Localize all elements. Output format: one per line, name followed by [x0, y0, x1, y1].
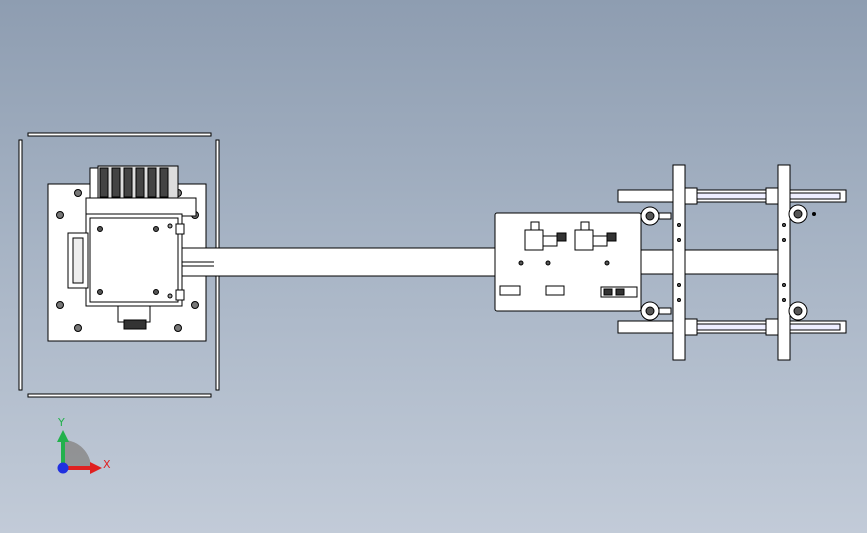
triad-xy-plane	[63, 440, 91, 468]
connecting-beam	[181, 247, 791, 277]
roller-bottom-right	[788, 301, 808, 321]
roller-bottom-left	[640, 301, 672, 321]
cable-carrier	[85, 165, 197, 217]
coordinate-triad[interactable]: Y X	[57, 416, 111, 474]
roller-top-right	[788, 204, 816, 224]
x-axis-arrowhead	[90, 462, 102, 474]
solenoid-valve-right	[574, 221, 617, 251]
y-axis-label: Y	[57, 416, 65, 429]
right-conveyor-frame	[617, 164, 847, 361]
z-axis-origin	[57, 462, 69, 474]
roller-top-left	[640, 206, 672, 226]
conveyor-rollers	[640, 204, 816, 321]
solenoid-valve-left	[524, 221, 567, 251]
x-axis-label: X	[103, 458, 111, 471]
valve-mounting-plate	[494, 212, 642, 312]
y-axis-arrowhead	[57, 430, 69, 442]
